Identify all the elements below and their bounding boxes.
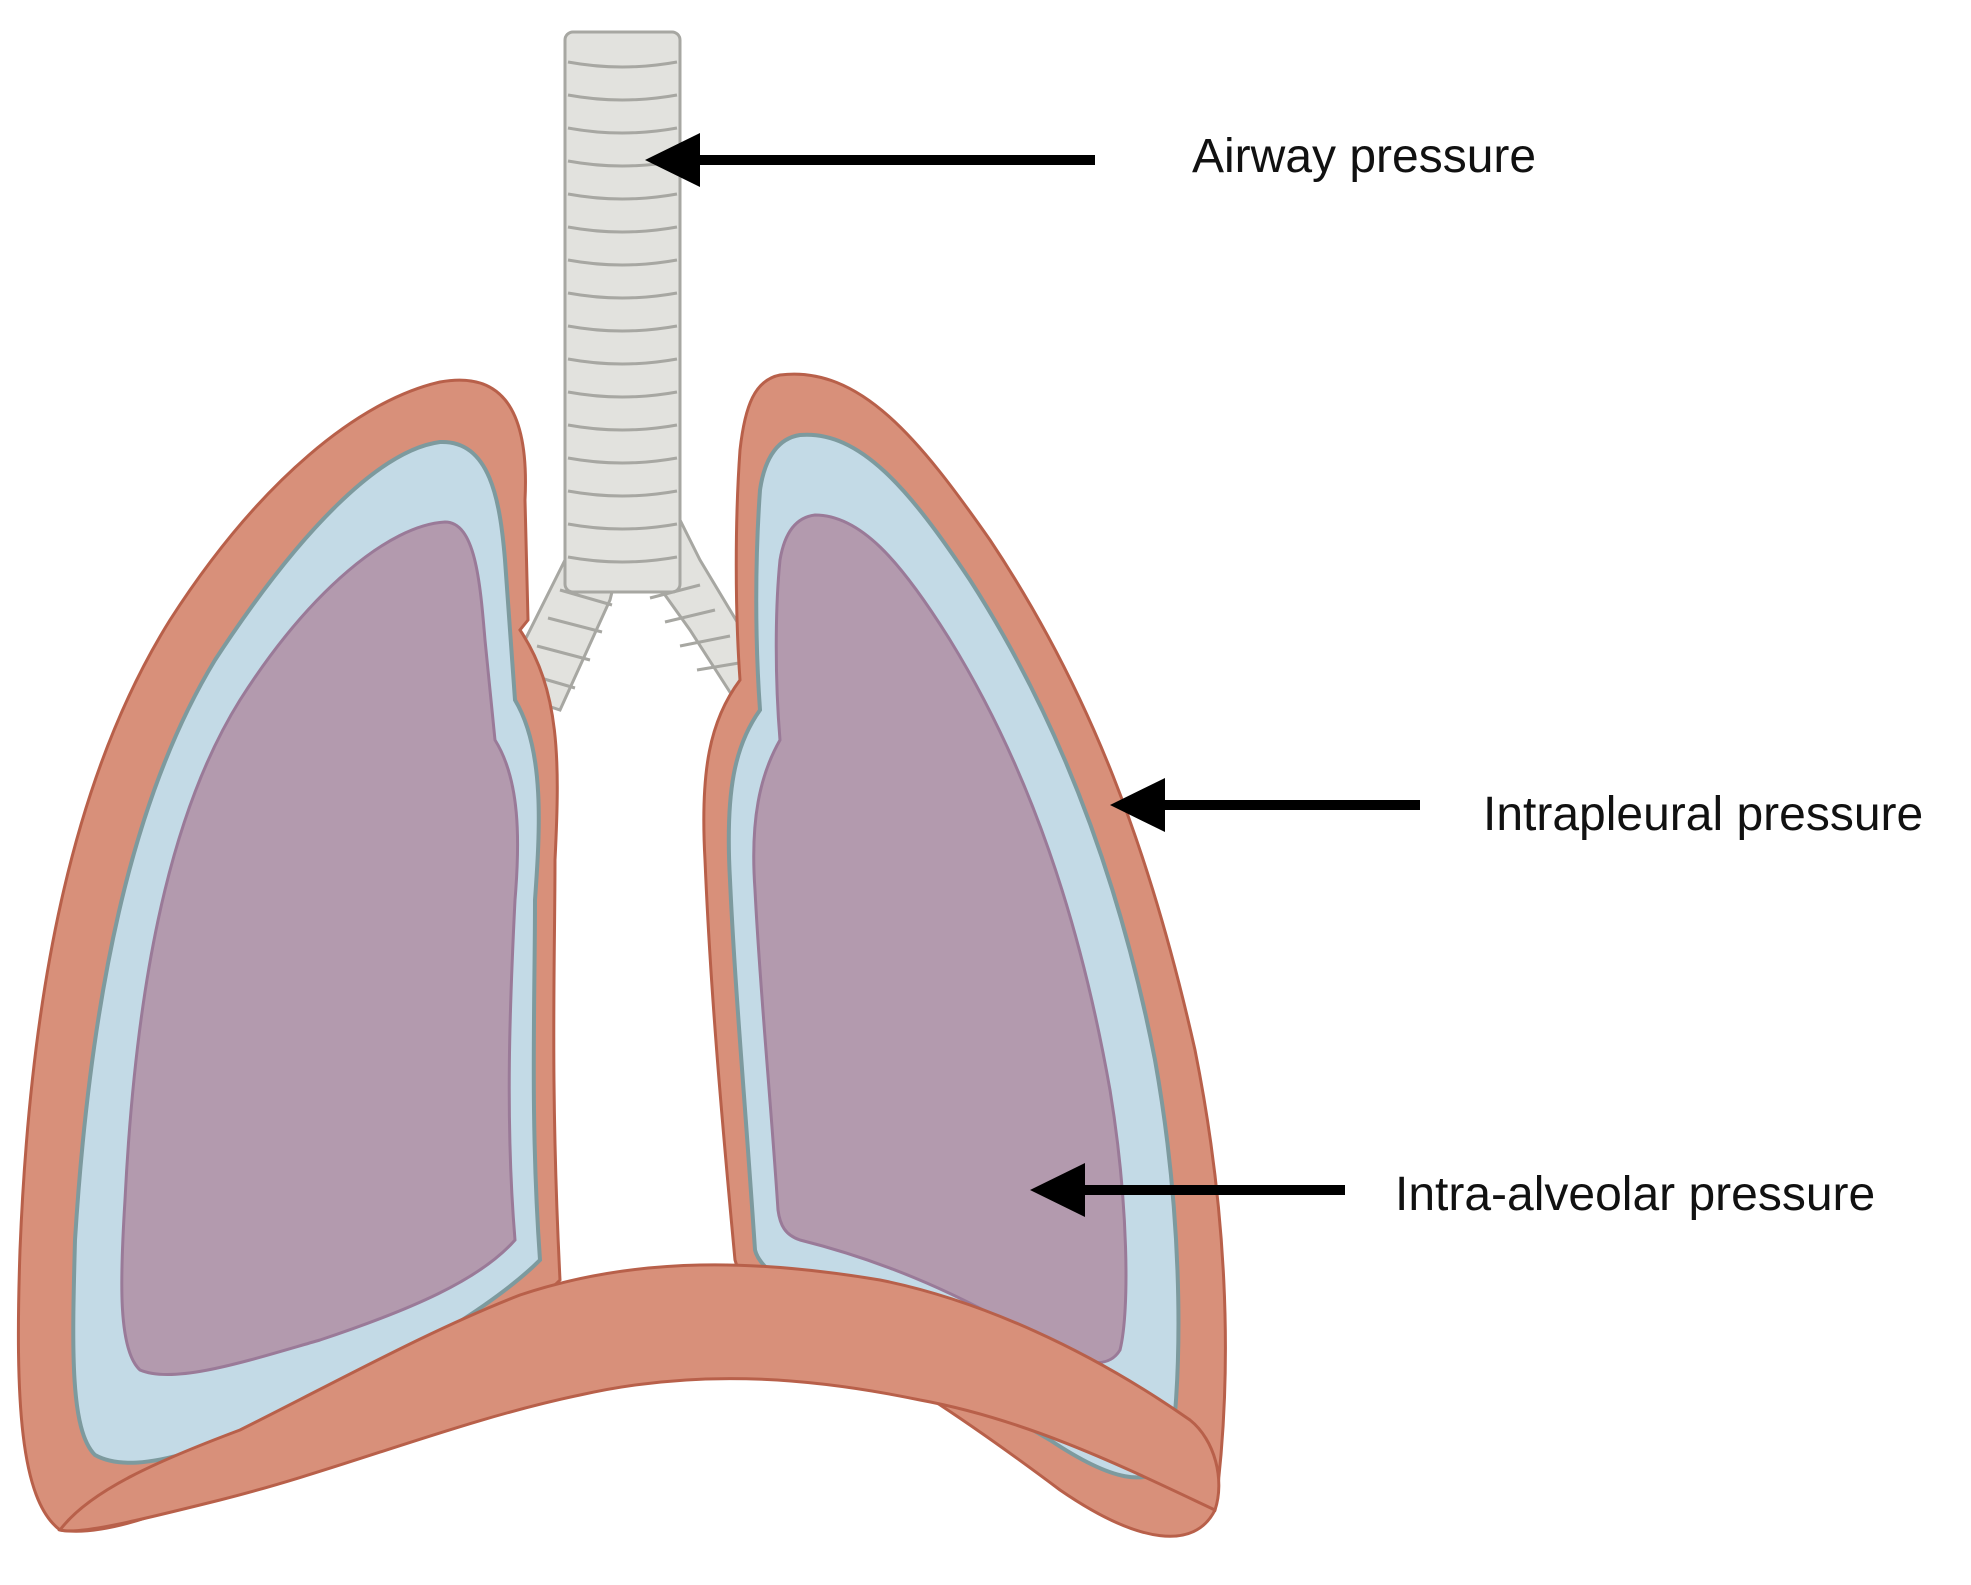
trachea-ring xyxy=(567,93,678,102)
bronchus-ring xyxy=(696,660,746,672)
bronchus-ring xyxy=(649,583,701,600)
airway-pressure-label: Airway pressure xyxy=(1192,130,1536,183)
bronchus-ring xyxy=(679,634,731,648)
right-lung xyxy=(702,372,1227,1538)
trachea-ring xyxy=(567,357,678,366)
bronchus-ring xyxy=(536,644,591,662)
left-lung-tissue xyxy=(120,520,520,1377)
trachea-ring xyxy=(567,60,678,69)
intra-alveolar-pressure-label: Intra-alveolar pressure xyxy=(1395,1168,1875,1221)
bronchus-ring xyxy=(559,588,613,607)
diaphragm xyxy=(57,1263,1221,1533)
trachea-rings xyxy=(567,60,678,564)
trachea xyxy=(518,30,762,712)
trachea-ring xyxy=(567,456,678,465)
trachea-ring xyxy=(567,291,678,300)
trachea-ring xyxy=(567,489,678,498)
airway-arrow xyxy=(645,133,1095,187)
intrapleural-arrow xyxy=(1110,778,1420,832)
trachea-tube xyxy=(563,30,682,594)
trachea-ring xyxy=(567,390,678,399)
trachea-ring xyxy=(567,258,678,267)
trachea-ring xyxy=(567,126,678,135)
trachea-ring xyxy=(567,225,678,234)
trachea-ring xyxy=(567,324,678,333)
intrapleural-pressure-label: Intrapleural pressure xyxy=(1483,788,1923,841)
trachea-ring xyxy=(567,423,678,432)
bronchus-ring xyxy=(547,616,603,634)
trachea-ring xyxy=(567,192,678,201)
intra-alveolar-arrow xyxy=(1030,1163,1345,1217)
trachea-ring xyxy=(567,555,678,564)
left-lung xyxy=(16,378,562,1533)
bronchus-ring xyxy=(664,608,716,624)
trachea-ring xyxy=(567,522,678,531)
right-lung-tissue xyxy=(752,513,1128,1365)
